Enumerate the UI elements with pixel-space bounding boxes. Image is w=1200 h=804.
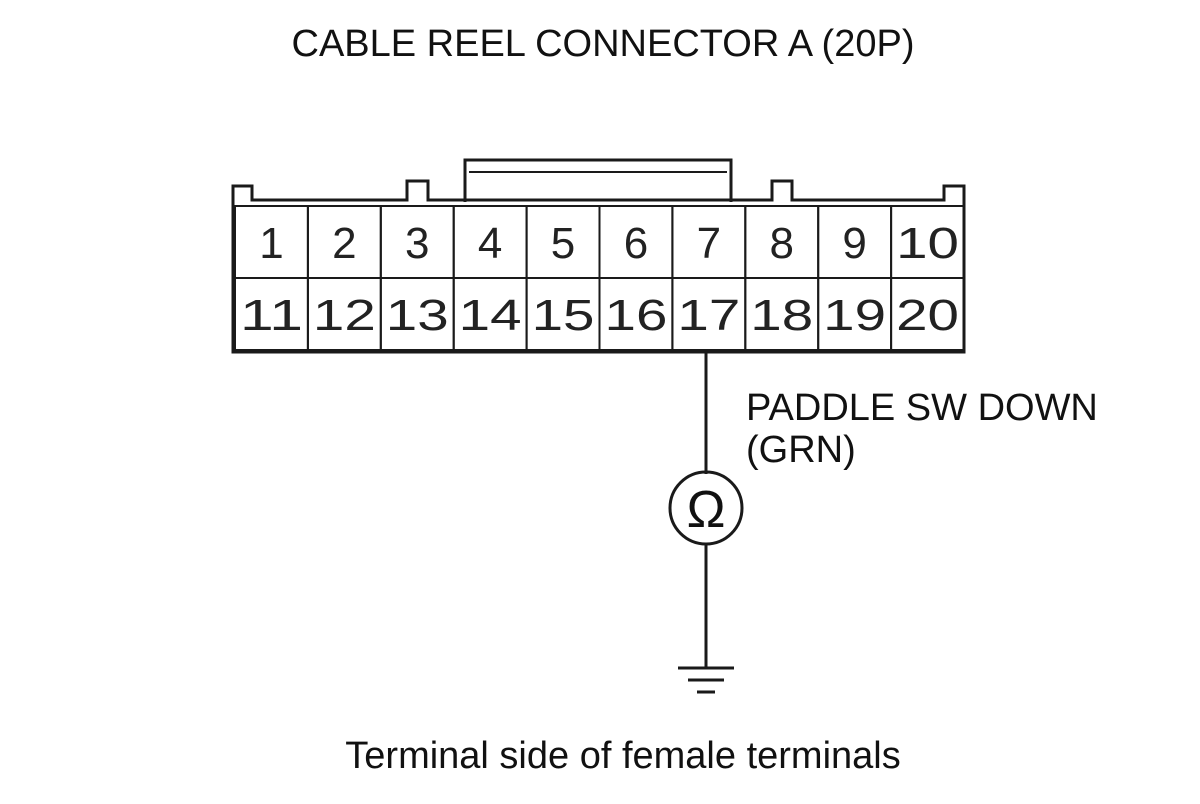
- pin-number-14: 14: [459, 291, 522, 340]
- pin-number-2: 2: [332, 219, 356, 268]
- pin-number-17: 17: [677, 291, 740, 340]
- ground-icon: [678, 666, 734, 694]
- pin-number-5: 5: [551, 219, 575, 268]
- pin-number-6: 6: [624, 219, 648, 268]
- pin-number-16: 16: [605, 291, 668, 340]
- diagram-title: CABLE REEL CONNECTOR A (20P): [292, 23, 915, 65]
- pin-number-10: 10: [896, 219, 959, 268]
- pin-number-19: 19: [823, 291, 886, 340]
- pin-cell: [890, 277, 965, 351]
- ohm-icon: Ω: [687, 481, 726, 539]
- pin-number-15: 15: [532, 291, 595, 340]
- pin-number-18: 18: [750, 291, 813, 340]
- pin-number-20: 20: [896, 291, 959, 340]
- pin-number-1: 1: [259, 219, 283, 268]
- pin-number-9: 9: [842, 219, 866, 268]
- pin-number-4: 4: [478, 219, 502, 268]
- pin-number-13: 13: [386, 291, 449, 340]
- pin-number-3: 3: [405, 219, 429, 268]
- connector-lock-tab: [463, 158, 733, 202]
- connector-housing: [231, 179, 966, 354]
- wire-label-color: (GRN): [746, 429, 856, 471]
- pin-number-8: 8: [770, 219, 794, 268]
- wire-label-name: PADDLE SW DOWN: [746, 387, 1098, 429]
- pin-number-7: 7: [697, 219, 721, 268]
- diagram-caption: Terminal side of female terminals: [345, 735, 900, 777]
- pin-number-12: 12: [313, 291, 376, 340]
- pin-number-11: 11: [240, 291, 303, 340]
